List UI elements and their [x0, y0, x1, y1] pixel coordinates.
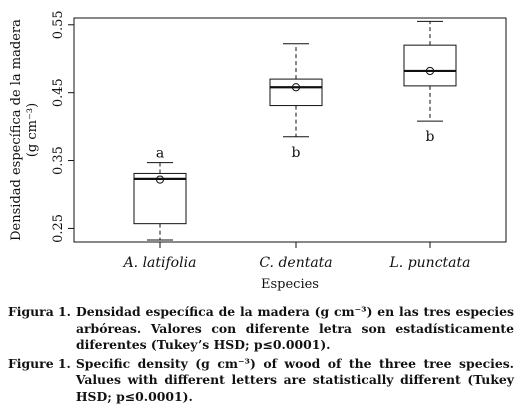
caption-en-text: Specific density (g cm⁻³) of wood of the… [75, 355, 514, 404]
significance-letter: b [426, 129, 435, 145]
iqr-box [403, 44, 457, 87]
y-tick-label: 0.25 [51, 214, 66, 243]
box-plot-chart: 0.25 0.35 0.45 0.55 Densidad específica de l… [9, 10, 507, 292]
box-group: b [403, 20, 457, 145]
y-axis-units: (g cm⁻³) [25, 103, 40, 157]
figure-caption: Figura 1. Densidad específica de la made… [8, 304, 514, 405]
significance-letter: a [156, 146, 164, 162]
iqr-box [269, 78, 323, 107]
caption-es-text: Densidad específica de la madera (g cm⁻³… [75, 304, 514, 352]
caption-es-label: Figura 1. [8, 304, 71, 319]
x-tick-label: A. latifolia [122, 255, 197, 271]
x-axis-label: Especies [261, 277, 319, 292]
caption-english: Figure 1. Specific density (g cm⁻³) of w… [8, 356, 514, 406]
box-group: b [269, 43, 323, 161]
y-tick-label: 0.55 [51, 10, 66, 39]
significance-letter: b [292, 145, 301, 161]
caption-en-label: Figure 1. [8, 355, 71, 371]
y-tick-label: 0.35 [51, 146, 66, 175]
y-tick-label: 0.45 [51, 78, 66, 107]
x-tick-label: C. dentata [259, 255, 332, 271]
caption-spanish: Figura 1. Densidad específica de la made… [8, 304, 514, 354]
plot-frame [73, 17, 507, 243]
box-group: a [133, 146, 187, 241]
iqr-box [133, 172, 187, 225]
x-tick-label: L. punctata [389, 255, 471, 271]
y-axis-label: Densidad específica de la madera [9, 19, 24, 241]
